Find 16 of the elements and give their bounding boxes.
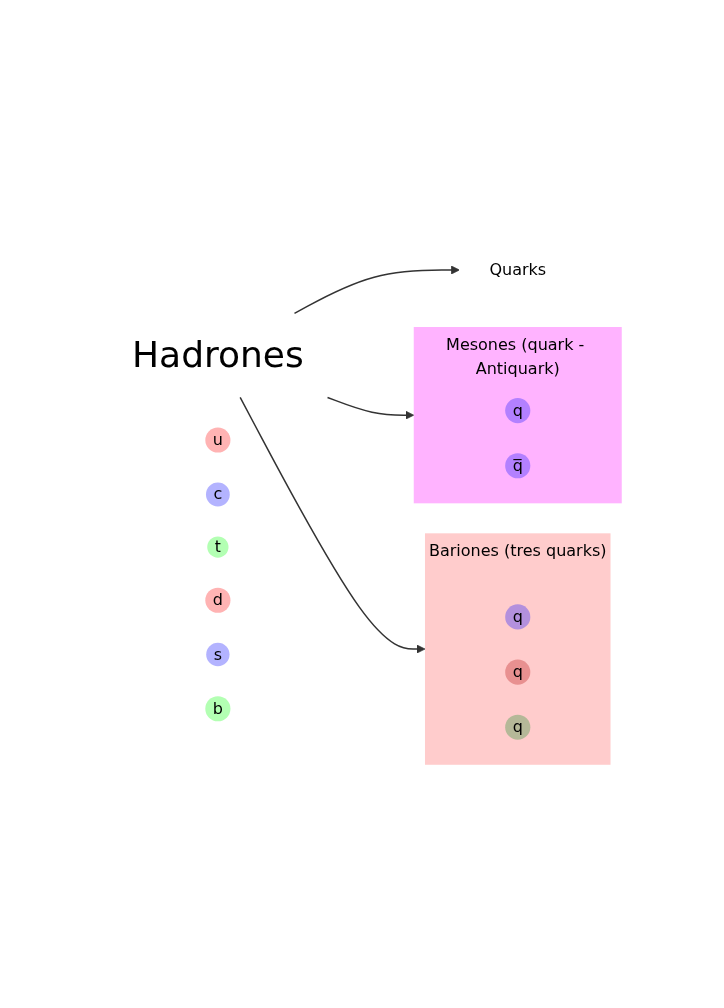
node-circle: q	[505, 714, 531, 740]
arrow	[293, 265, 460, 315]
node-circle: b	[205, 696, 231, 722]
node-circle: t	[207, 536, 229, 558]
node-circle: u	[205, 427, 231, 453]
node-text: Quarks	[489, 260, 547, 280]
arrow	[239, 396, 426, 654]
node-circle: q̅	[505, 453, 531, 479]
arrow	[326, 396, 415, 420]
node-circle: q	[505, 398, 531, 424]
node-text: Hadrones	[132, 334, 304, 376]
node-circle: q	[505, 659, 531, 685]
node-circle: s	[206, 642, 230, 667]
node-circle: q	[505, 604, 531, 630]
node-circle: d	[205, 587, 231, 613]
node-circle: c	[206, 482, 230, 507]
